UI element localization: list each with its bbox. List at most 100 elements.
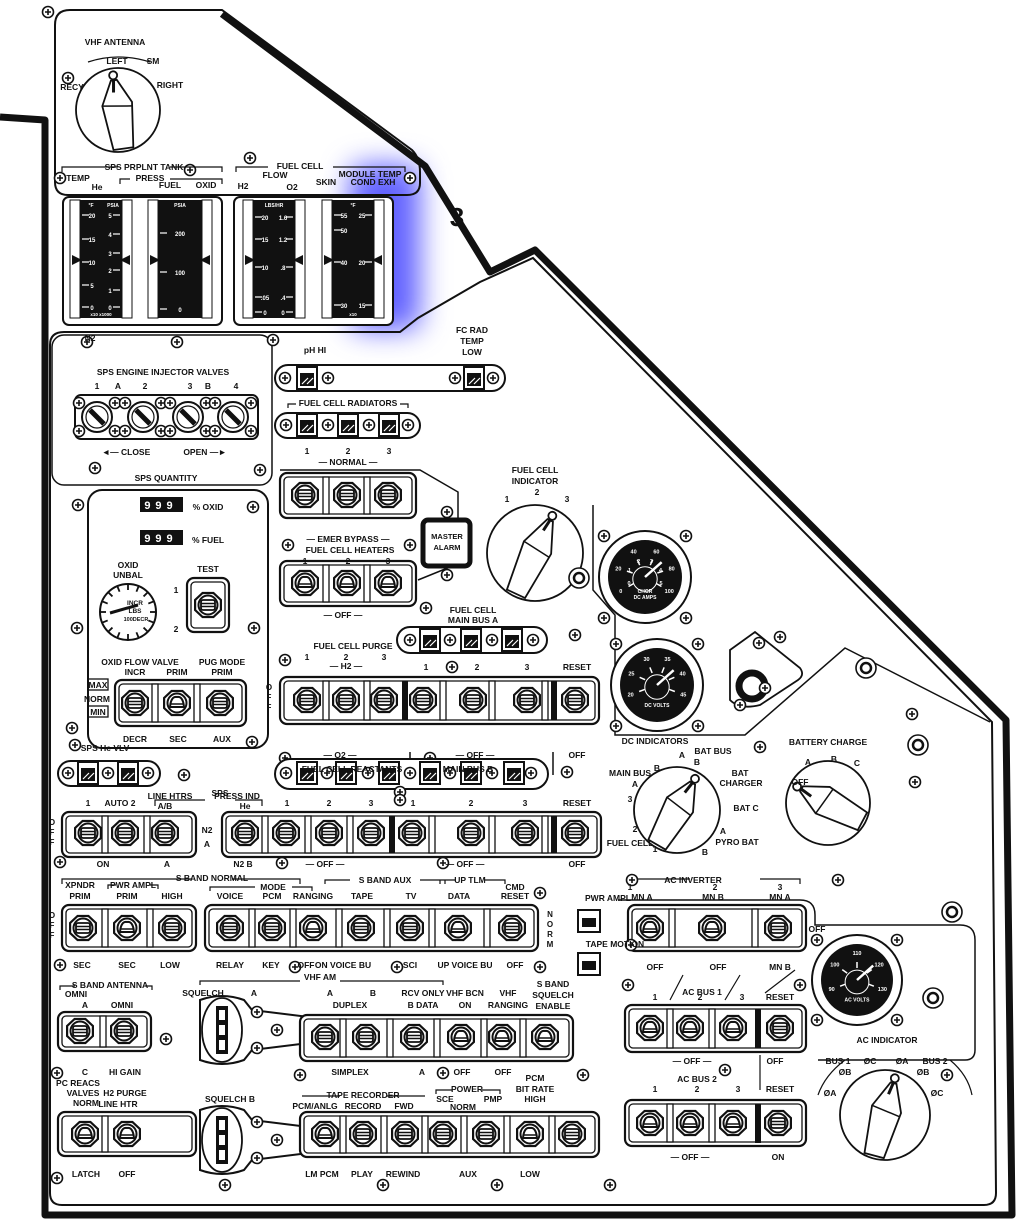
toggle-switch[interactable] (675, 1109, 705, 1137)
toggle-switch[interactable] (510, 819, 540, 847)
toggle-switch[interactable] (109, 1017, 138, 1045)
toggle-switch[interactable] (272, 819, 300, 847)
toggle-switch[interactable] (347, 914, 375, 942)
dc-indicators-selector[interactable] (633, 766, 721, 854)
label-open: OPEN —► (183, 447, 226, 457)
toggle-switch[interactable] (311, 1120, 339, 1148)
toggle-switch[interactable] (675, 1014, 705, 1042)
toggle-switch[interactable] (231, 819, 259, 847)
gauge-scale-label: 90 (829, 987, 835, 993)
screw (88, 461, 102, 475)
label-normal: — NORMAL — (319, 457, 378, 467)
screw (403, 538, 417, 552)
meter-header: PSIA (107, 203, 119, 209)
toggle-switch[interactable] (374, 569, 402, 597)
toggle-switch[interactable] (396, 914, 424, 942)
screw (758, 681, 772, 695)
screw (50, 1066, 64, 1080)
toggle-switch[interactable] (357, 819, 385, 847)
screw (163, 424, 177, 438)
toggle-switch[interactable] (158, 914, 186, 942)
toggle-switch[interactable] (206, 689, 234, 717)
label-sec-2: SEC (118, 960, 135, 970)
talkback-indicator (77, 761, 99, 785)
toggle-switch[interactable] (488, 1023, 517, 1051)
toggle-switch[interactable] (370, 686, 398, 714)
label-ab2-on: ON (772, 1152, 785, 1162)
toggle-switch[interactable] (765, 1014, 795, 1042)
talkback-indicator (503, 761, 525, 785)
toggle-switch[interactable] (112, 1120, 141, 1148)
toggle-switch[interactable] (73, 819, 103, 847)
toggle-switch[interactable] (163, 689, 191, 717)
label-hi-gain: HI GAIN (109, 1067, 141, 1077)
label-fci-2: 2 (535, 487, 540, 497)
toggle-switch[interactable] (560, 686, 590, 714)
toggle-switch[interactable] (349, 1120, 377, 1148)
toggle-switch[interactable] (70, 1120, 100, 1148)
toggle-switch[interactable] (374, 481, 402, 509)
toggle-switch[interactable] (635, 914, 665, 942)
min-box (87, 705, 109, 718)
toggle-switch[interactable] (718, 1109, 748, 1137)
toggle-switch[interactable] (311, 1023, 339, 1051)
toggle-switch[interactable] (391, 1120, 419, 1148)
toggle-switch[interactable] (560, 819, 590, 847)
toggle-switch[interactable] (194, 591, 222, 619)
fuel-cell-indicator-selector[interactable] (486, 504, 584, 602)
toggle-switch[interactable] (258, 914, 286, 942)
toggle-switch[interactable] (557, 1120, 587, 1148)
toggle-switch[interactable] (635, 1014, 665, 1042)
toggle-switch[interactable] (635, 1109, 665, 1137)
toggle-switch[interactable] (293, 686, 321, 714)
toggle-switch[interactable] (299, 914, 327, 942)
screw (208, 424, 222, 438)
toggle-switch[interactable] (447, 1023, 475, 1051)
screw (68, 738, 82, 752)
vhf-antenna-selector[interactable] (75, 67, 161, 153)
toggle-switch[interactable] (472, 1120, 500, 1148)
toggle-switch[interactable] (530, 1023, 560, 1051)
toggle-switch[interactable] (429, 1120, 457, 1148)
toggle-switch[interactable] (400, 1023, 428, 1051)
toggle-switch[interactable] (515, 1120, 545, 1148)
mounting-ring (568, 567, 590, 589)
toggle-switch[interactable] (444, 914, 472, 942)
toggle-switch[interactable] (409, 686, 437, 714)
toggle-switch[interactable] (110, 819, 139, 847)
toggle-switch[interactable] (457, 819, 485, 847)
toggle-switch[interactable] (333, 569, 361, 597)
toggle-switch[interactable] (151, 819, 179, 847)
toggle-switch[interactable] (398, 819, 426, 847)
toggle-switch[interactable] (332, 686, 360, 714)
toggle-switch[interactable] (763, 1109, 793, 1137)
screw (250, 1115, 264, 1129)
toggle-switch[interactable] (498, 914, 527, 942)
label-rewind: REWIND (386, 1169, 420, 1179)
ac-indicator-selector[interactable] (839, 1069, 931, 1161)
label-fuel-cell-radiators: FUEL CELL RADIATORS (299, 398, 398, 408)
toggle-switch[interactable] (291, 481, 319, 509)
label-bracket (235, 166, 406, 172)
toggle-switch[interactable] (352, 1023, 380, 1051)
toggle-switch[interactable] (333, 481, 361, 509)
toggle-switch[interactable] (718, 1014, 748, 1042)
toggle-switch[interactable] (65, 1017, 95, 1045)
toggle-switch[interactable] (68, 914, 98, 942)
screw (609, 719, 623, 733)
toggle-switch[interactable] (112, 914, 141, 942)
mounting-ring (922, 987, 944, 1009)
toggle-switch[interactable] (459, 686, 487, 714)
label-sps-off-vert: OFF (48, 818, 57, 848)
toggle-switch[interactable] (216, 914, 244, 942)
toggle-switch[interactable] (512, 686, 542, 714)
toggle-switch[interactable] (763, 914, 793, 942)
toggle-switch[interactable] (291, 569, 319, 597)
toggle-switch[interactable] (315, 819, 343, 847)
toggle-switch[interactable] (120, 689, 149, 717)
label-press-ind-2: He (240, 801, 251, 811)
toggle-switch[interactable] (697, 914, 727, 942)
battery-charge-selector[interactable] (785, 760, 871, 846)
